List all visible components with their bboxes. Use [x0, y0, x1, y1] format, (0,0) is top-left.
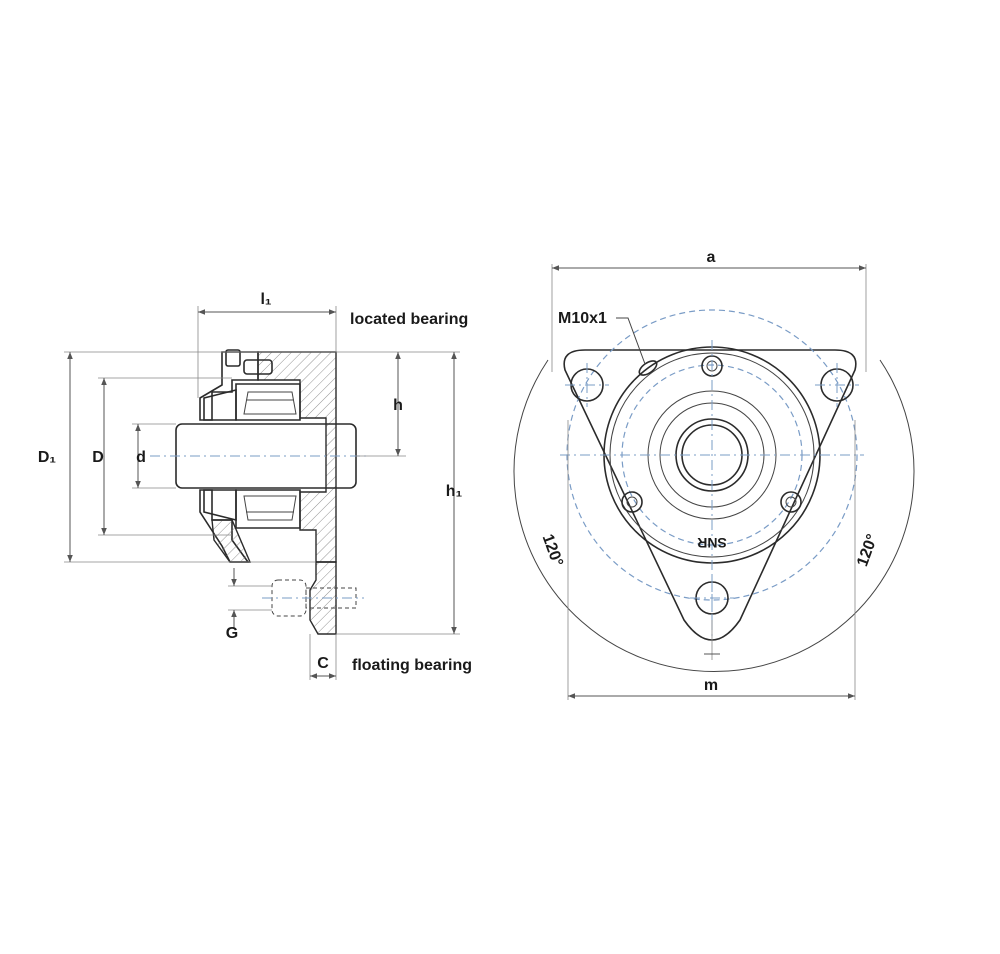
- housing-hatch-lower-left: [211, 519, 252, 563]
- thread-leader: [616, 317, 646, 365]
- grease-cap: [243, 359, 273, 375]
- label-C: C: [317, 655, 329, 672]
- cover-screw-right: [780, 491, 802, 513]
- note-floating-bearing: floating bearing: [352, 657, 472, 674]
- label-G: G: [226, 625, 238, 642]
- label-h1: h₁: [446, 483, 463, 500]
- label-a: a: [707, 249, 716, 266]
- brand-mark: SNR: [697, 535, 727, 551]
- lower-roller: [243, 495, 297, 521]
- note-located-bearing: located bearing: [350, 311, 468, 328]
- grease-nipple: [225, 349, 241, 367]
- label-angle-right: 120°: [854, 532, 881, 569]
- housing-body-upper: [199, 351, 259, 421]
- angle-arc: [513, 359, 915, 673]
- label-m: m: [704, 677, 718, 694]
- triangular-flange: [563, 349, 857, 641]
- lower-seal: [203, 489, 237, 522]
- mount-hole-left: [565, 363, 609, 407]
- front-view: SNR a m M10x1 120° 120°: [513, 249, 915, 700]
- label-h: h: [393, 397, 403, 414]
- label-thread: M10x1: [558, 310, 607, 327]
- upper-roller-cage: [235, 383, 301, 421]
- label-D1: D₁: [38, 449, 57, 466]
- side-section-view: l₁ D₁ D d h h₁ G C located bearing float…: [38, 291, 472, 680]
- mount-hole-right: [815, 363, 859, 407]
- upper-roller: [243, 391, 297, 415]
- cover-screw-right-in: [785, 496, 797, 508]
- label-angle-left: 120°: [539, 532, 566, 569]
- label-l1: l₁: [260, 291, 271, 308]
- cover-screw-left-in: [626, 496, 638, 508]
- label-d: d: [136, 449, 146, 466]
- upper-seal: [203, 388, 237, 421]
- label-D: D: [92, 449, 104, 466]
- cover-screw-left: [621, 491, 643, 513]
